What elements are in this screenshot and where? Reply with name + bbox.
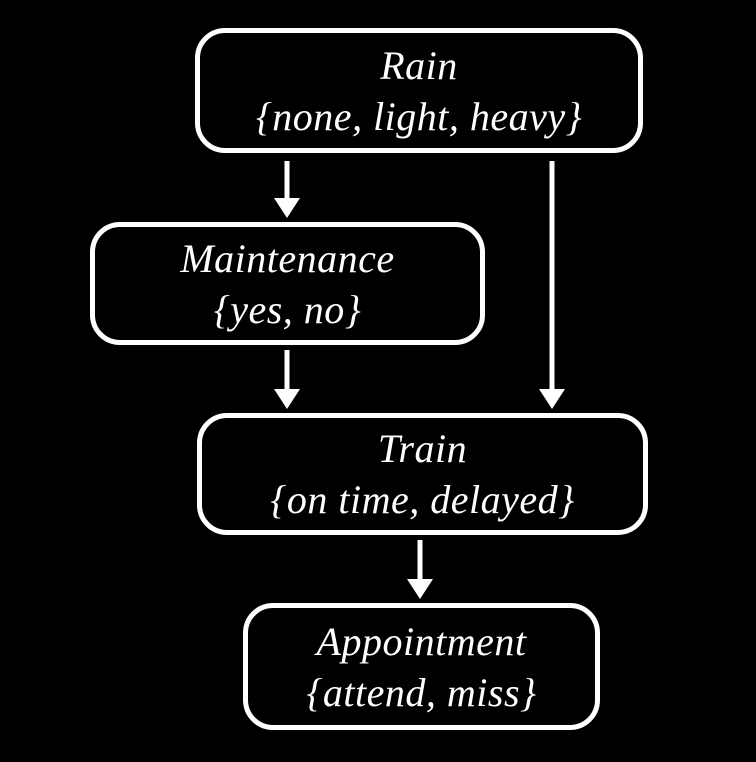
node-train: Train {on time, delayed}: [197, 413, 648, 535]
node-appointment-label: Appointment: [316, 618, 527, 664]
edge-rain-to-maintenance: [274, 161, 300, 218]
node-maintenance-values: {yes, no}: [213, 286, 362, 332]
node-rain: Rain {none, light, heavy}: [195, 28, 643, 153]
node-maintenance-label: Maintenance: [180, 235, 395, 281]
node-maintenance: Maintenance {yes, no}: [90, 222, 485, 345]
node-train-label: Train: [377, 426, 468, 471]
edge-train-to-appointment: [407, 540, 433, 599]
node-rain-label: Rain: [380, 42, 458, 88]
edge-maintenance-to-train: [274, 350, 300, 409]
edge-rain-to-maintenance-arrowhead-icon: [274, 198, 300, 218]
edge-rain-to-train-arrowhead-icon: [539, 389, 565, 409]
edge-rain-to-train: [539, 161, 565, 409]
edge-maintenance-to-train-arrowhead-icon: [274, 389, 300, 409]
node-appointment: Appointment {attend, miss}: [243, 603, 600, 730]
node-appointment-values: {attend, miss}: [306, 669, 537, 715]
node-rain-values: {none, light, heavy}: [255, 93, 583, 139]
edge-train-to-appointment-arrowhead-icon: [407, 579, 433, 599]
node-train-values: {on time, delayed}: [270, 477, 575, 522]
